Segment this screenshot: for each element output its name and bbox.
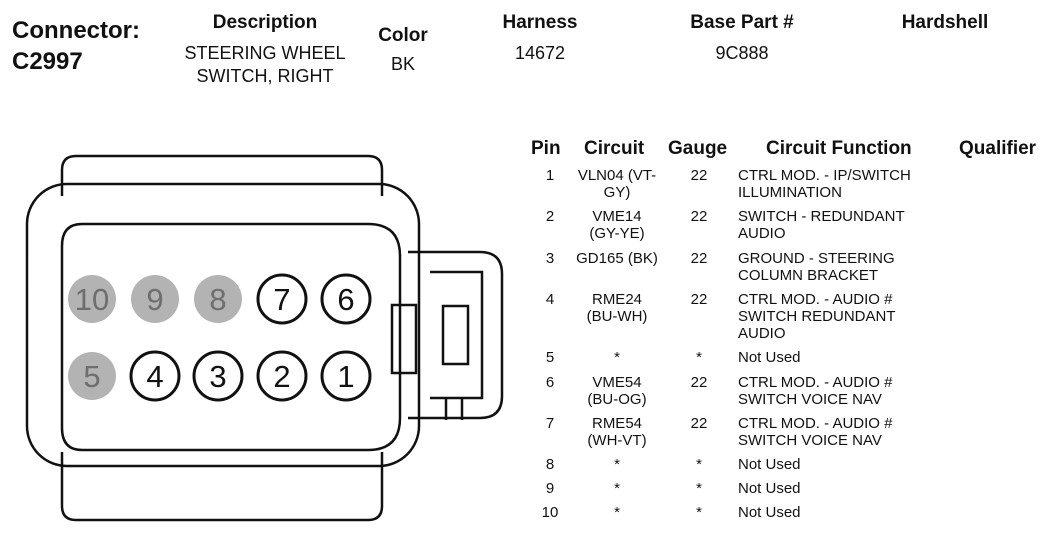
circuit-cell: VME54(BU-OG): [587, 374, 647, 408]
circuit-cell: *: [614, 504, 620, 521]
pin-number-cell: 7: [545, 415, 555, 432]
gauge-cell: 22: [690, 167, 708, 184]
pin-1-cavity: [320, 350, 372, 402]
connector-bottom-tab: [60, 452, 384, 522]
col-header-qualifier: Qualifier: [959, 138, 1037, 159]
circuit-cell: VLN04 (VT-GY): [577, 167, 657, 201]
connector-latch-block: [390, 303, 418, 375]
connector-face-diagram: 10 9 8 7 6 5 4 3 2 1: [25, 154, 504, 522]
connector-latch-housing: [408, 250, 504, 420]
col-header-circuit: Circuit: [584, 138, 645, 159]
connector-outer-shell: [25, 182, 421, 468]
harness-label: Harness: [502, 12, 578, 33]
connector-latch-slot: [441, 304, 470, 366]
pin-4-number: 4: [146, 359, 163, 394]
gauge-cell: *: [696, 480, 702, 497]
pin-6-number: 6: [337, 282, 354, 317]
base-part-label: Base Part #: [690, 12, 794, 33]
harness-value: 14672: [514, 43, 566, 63]
gauge-cell: 22: [690, 250, 708, 267]
circuit-function-cell: Not Used: [738, 456, 801, 473]
gauge-cell: 22: [690, 291, 708, 308]
circuit-cell: RME24(BU-WH): [586, 291, 648, 325]
pin-3-number: 3: [209, 359, 226, 394]
pin-9-cavity: [131, 275, 179, 323]
connector-inner-cavity: [60, 222, 402, 452]
circuit-cell: RME54(WH-VT): [587, 415, 647, 449]
pin-8-cavity: [194, 275, 242, 323]
description-value-line1: STEERING WHEEL: [184, 43, 346, 63]
pin-number-cell: 5: [545, 349, 555, 366]
pin-9-number: 9: [146, 282, 163, 317]
connector-latch-inner: [430, 270, 484, 400]
pin-10-number: 10: [75, 282, 109, 317]
pin-1-number: 1: [337, 359, 354, 394]
circuit-function-cell: CTRL MOD. - AUDIO #SWITCH VOICE NAV: [738, 415, 893, 449]
connector-id: C2997: [12, 48, 83, 75]
pin-number-cell: 9: [545, 480, 555, 497]
circuit-cell: *: [614, 480, 620, 497]
description-value-line2: SWITCH, RIGHT: [196, 66, 334, 86]
gauge-cell: 22: [690, 374, 708, 391]
pin-number-cell: 10: [541, 504, 559, 521]
pin-7-cavity: [256, 273, 308, 325]
col-header-gauge: Gauge: [668, 138, 728, 159]
pin-2-cavity: [256, 350, 308, 402]
base-part-value: 9C888: [715, 43, 769, 63]
col-header-function: Circuit Function: [766, 138, 912, 159]
gauge-cell: *: [696, 456, 702, 473]
gauge-cell: *: [696, 349, 702, 366]
pin-number-cell: 3: [545, 250, 555, 267]
circuit-function-cell: Not Used: [738, 480, 801, 497]
pin-7-number: 7: [273, 282, 290, 317]
pin-number-cell: 4: [545, 291, 555, 308]
connector-label: Connector:: [12, 17, 140, 44]
circuit-cell: *: [614, 456, 620, 473]
color-value: BK: [390, 54, 415, 74]
pin-number-cell: 8: [545, 456, 555, 473]
pin-number-cell: 6: [545, 374, 555, 391]
pin-3-cavity: [192, 350, 244, 402]
pin-4-cavity: [129, 350, 181, 402]
circuit-cell: GD165 (BK): [576, 250, 658, 267]
description-label: Description: [212, 12, 318, 33]
pin-2-number: 2: [273, 359, 290, 394]
circuit-function-cell: Not Used: [738, 504, 801, 521]
connector-top-tab: [60, 154, 384, 196]
pin-number-cell: 1: [545, 167, 555, 184]
circuit-function-cell: CTRL MOD. - AUDIO #SWITCH VOICE NAV: [738, 374, 893, 408]
gauge-cell: 22: [690, 208, 708, 225]
pin-5-number: 5: [83, 359, 100, 394]
gauge-cell: 22: [690, 415, 708, 432]
pin-number-cell: 2: [545, 208, 555, 225]
circuit-cell: *: [614, 349, 620, 366]
circuit-cell: VME14(GY-YE): [589, 208, 645, 242]
pin-8-number: 8: [209, 282, 226, 317]
col-header-pin: Pin: [531, 138, 561, 159]
circuit-function-cell: Not Used: [738, 349, 801, 366]
hardshell-label: Hardshell: [901, 12, 989, 33]
gauge-cell: *: [696, 504, 702, 521]
pin-10-cavity: [68, 275, 116, 323]
pin-5-cavity: [68, 352, 116, 400]
pin-6-cavity: [320, 273, 372, 325]
color-label: Color: [378, 25, 428, 46]
